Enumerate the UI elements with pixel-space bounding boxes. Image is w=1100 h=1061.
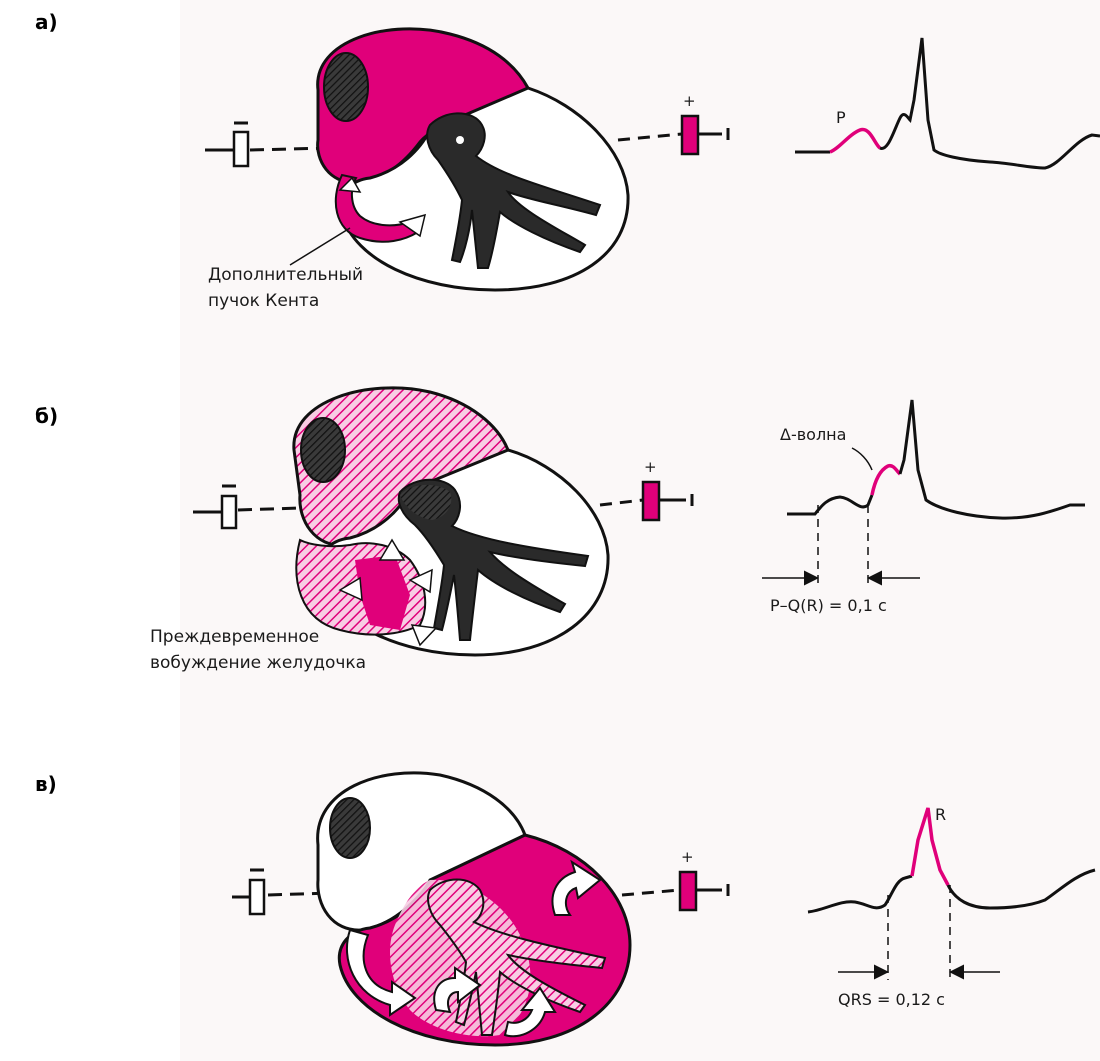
panel-b-annotation-line2: вобуждение желудочка bbox=[150, 652, 366, 674]
panel-c-heart bbox=[232, 773, 728, 1045]
panel-b-letter: б) bbox=[35, 404, 58, 428]
panel-a-ecg bbox=[795, 38, 1100, 168]
panel-b-heart bbox=[193, 388, 692, 655]
panel-a-p-wave bbox=[830, 129, 880, 152]
panel-b-left-electrode bbox=[193, 486, 300, 528]
panel-b-interval-label: P–Q(R) = 0,1 с bbox=[770, 596, 887, 615]
panel-a-plus-sign: + bbox=[683, 92, 696, 110]
panel-a-left-electrode bbox=[205, 123, 330, 166]
panel-a-letter: а) bbox=[35, 10, 58, 34]
panel-c-interval-label: QRS = 0,12 с bbox=[838, 990, 945, 1009]
panel-a-sa-node bbox=[324, 53, 368, 121]
panel-a-annotation-line1: Дополнительный bbox=[208, 264, 363, 286]
panel-b-delta-wave bbox=[872, 466, 900, 495]
panel-b-delta-pointer bbox=[852, 448, 872, 470]
panel-c-sa-node bbox=[330, 798, 370, 858]
panel-b-right-electrode bbox=[600, 482, 692, 520]
panel-b-wave-label: Δ-волна bbox=[780, 425, 846, 444]
panel-c-plus-sign: + bbox=[681, 848, 694, 866]
panel-c-right-electrode bbox=[622, 872, 728, 910]
panel-c-ecg bbox=[808, 808, 1095, 980]
panel-c-wave-label: R bbox=[935, 805, 946, 824]
panel-a-annotation-line2: пучок Кента bbox=[208, 290, 319, 312]
panel-c-left-electrode bbox=[232, 870, 330, 914]
panel-c-letter: в) bbox=[35, 772, 57, 796]
panel-a-right-electrode bbox=[618, 116, 728, 154]
panel-a-wave-label: P bbox=[836, 108, 846, 127]
panel-b-plus-sign: + bbox=[644, 458, 657, 476]
panel-b-annotation-line1: Преждевременное bbox=[150, 626, 319, 648]
panel-a-heart bbox=[205, 29, 728, 290]
panel-b-sa-node bbox=[301, 418, 345, 482]
